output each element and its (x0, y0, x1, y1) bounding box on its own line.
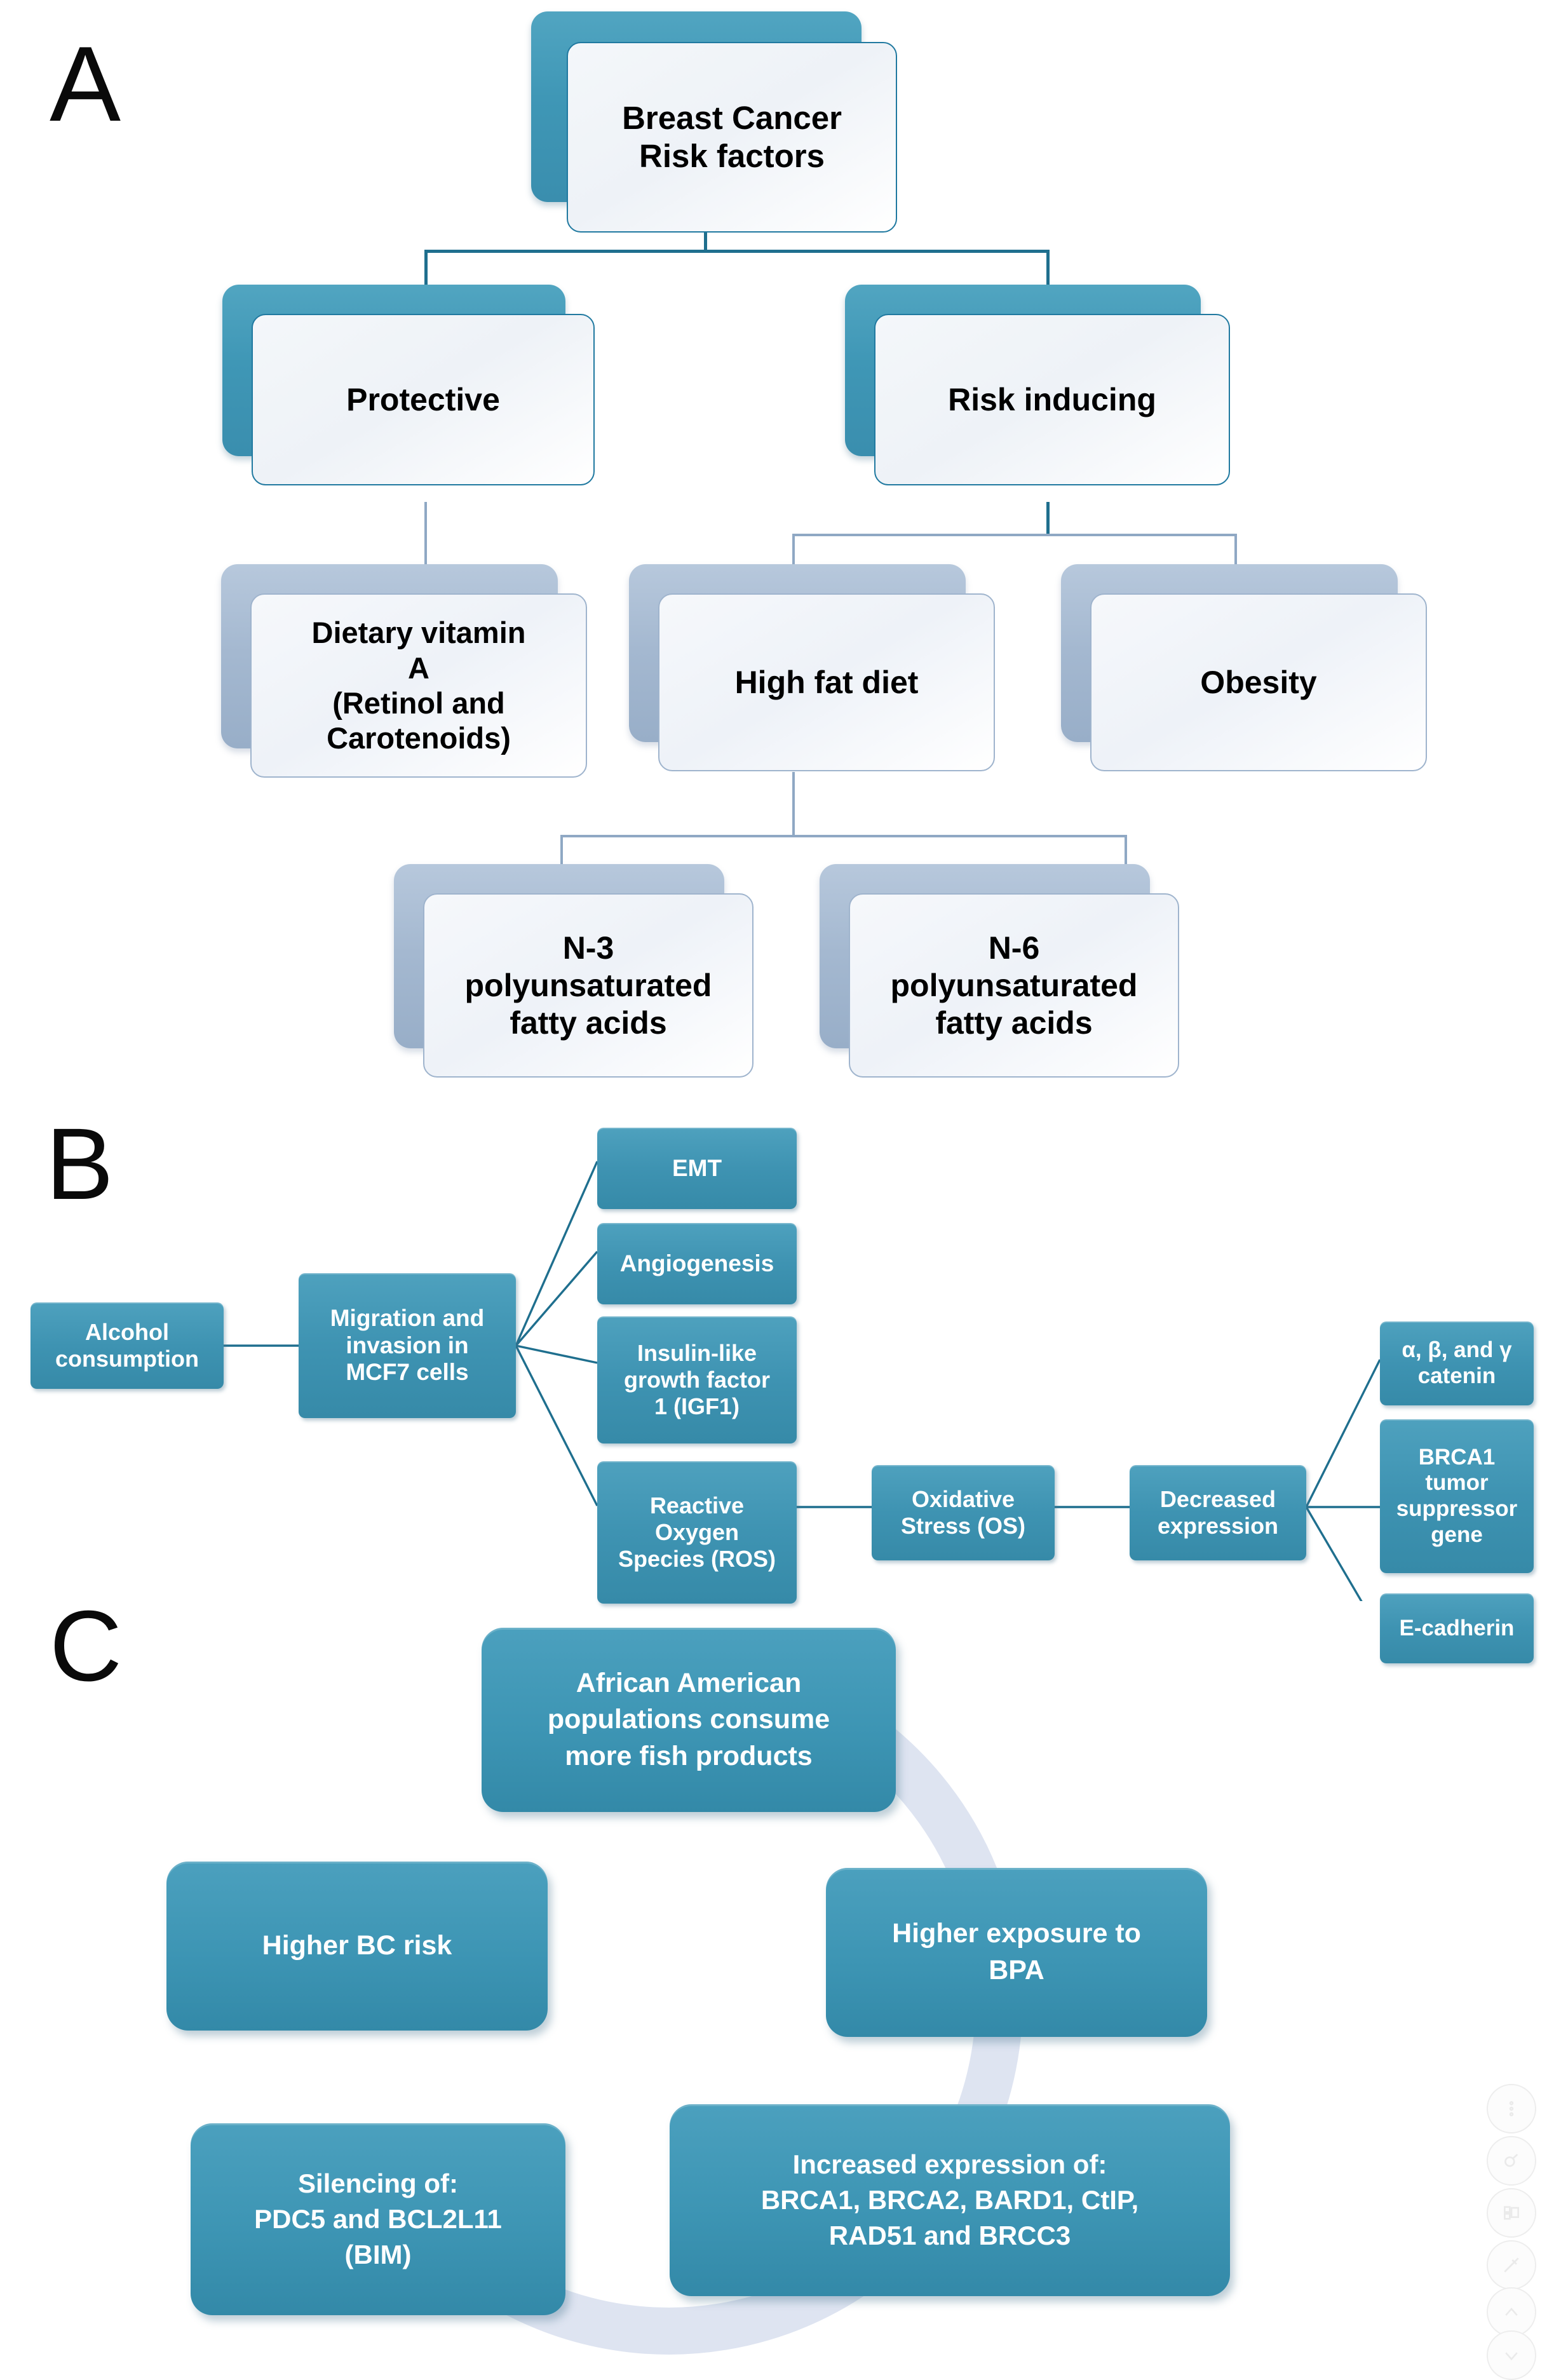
node-label: Reactive Oxygen Species (ROS) (618, 1492, 776, 1572)
node-obesity[interactable]: Obesity (1061, 564, 1427, 771)
edge-decreased-catenin (1305, 1359, 1381, 1508)
edge-decreased-ecadherin (1305, 1506, 1363, 1601)
connector-hfd-stem (792, 772, 795, 837)
node-silencing-pdc5-bcl2l11[interactable]: Silencing of: PDC5 and BCL2L11 (BIM) (191, 2123, 565, 2315)
node-label: N-3 polyunsaturated fatty acids (464, 930, 712, 1041)
panel-a-letter: A (50, 24, 121, 144)
edge-migration-angiogenesis (515, 1250, 598, 1347)
node-risk-inducing[interactable]: Risk inducing (845, 285, 1230, 485)
card-face: N-3 polyunsaturated fatty acids (423, 893, 753, 1078)
node-african-american-fish[interactable]: African American populations consume mor… (482, 1628, 896, 1812)
card-face: Obesity (1090, 593, 1427, 771)
card-face: High fat diet (658, 593, 995, 771)
connector-to-obesity (1234, 534, 1237, 579)
chevron-up-icon[interactable] (1487, 2287, 1536, 2337)
more-options-icon[interactable] (1487, 2084, 1536, 2133)
node-oxidative-stress[interactable]: Oxidative Stress (OS) (872, 1465, 1055, 1560)
card-face: Protective (252, 314, 595, 485)
connector-root-stem (704, 215, 707, 252)
node-n3-pufa[interactable]: N-3 polyunsaturated fatty acids (394, 864, 753, 1078)
card-face: Risk inducing (874, 314, 1230, 485)
connector-to-risk-inducing (1046, 250, 1050, 299)
edge-migration-ros (515, 1345, 598, 1506)
annotate-icon[interactable] (1487, 2240, 1536, 2290)
node-label: BRCA1 tumor suppressor gene (1396, 1444, 1518, 1547)
node-label: Decreased expression (1157, 1486, 1279, 1539)
node-label: α, β, and γ catenin (1402, 1337, 1512, 1388)
connector-to-high-fat-diet (792, 534, 795, 579)
node-label: Insulin-like growth factor 1 (IGF1) (624, 1340, 770, 1419)
node-angiogenesis[interactable]: Angiogenesis (597, 1223, 797, 1304)
card-face: Dietary vitamin A (Retinol and Carotenoi… (250, 593, 587, 778)
node-label: EMT (672, 1154, 722, 1181)
node-label: Dietary vitamin A (Retinol and Carotenoi… (311, 616, 526, 755)
node-reactive-oxygen-species[interactable]: Reactive Oxygen Species (ROS) (597, 1461, 797, 1604)
node-label: Migration and invasion in MCF7 cells (330, 1304, 485, 1386)
node-label: Protective (346, 381, 500, 417)
node-label: Silencing of: PDC5 and BCL2L11 (BIM) (254, 2168, 502, 2270)
node-label: Angiogenesis (619, 1250, 774, 1276)
connector-to-n6 (1125, 835, 1127, 881)
node-label: Higher exposure to BPA (892, 1918, 1141, 1985)
connector-hfd-bus (560, 835, 1127, 837)
node-igf1[interactable]: Insulin-like growth factor 1 (IGF1) (597, 1316, 797, 1444)
panel-c-letter: C (50, 1590, 122, 1702)
connector-to-protective (424, 250, 428, 299)
node-higher-exposure-bpa[interactable]: Higher exposure to BPA (826, 1868, 1207, 2037)
node-brca1-tumor-suppressor[interactable]: BRCA1 tumor suppressor gene (1380, 1419, 1534, 1573)
node-increased-expression[interactable]: Increased expression of: BRCA1, BRCA2, B… (670, 2104, 1230, 2296)
node-label: Risk inducing (948, 381, 1156, 417)
node-high-fat-diet[interactable]: High fat diet (629, 564, 995, 771)
connector-protective-to-vitamina (424, 502, 427, 578)
panel-b-letter: B (46, 1107, 114, 1220)
connector-to-n3 (560, 835, 563, 881)
panel-b-edges (224, 1161, 1381, 1601)
node-label: High fat diet (734, 664, 919, 700)
node-label: Oxidative Stress (OS) (900, 1486, 1026, 1539)
node-protective[interactable]: Protective (222, 285, 595, 485)
node-label: Breast Cancer Risk factors (622, 99, 842, 174)
node-dietary-vitamin-a[interactable]: Dietary vitamin A (Retinol and Carotenoi… (221, 564, 587, 778)
node-label: Alcohol consumption (55, 1319, 199, 1372)
node-label: Obesity (1200, 664, 1317, 700)
card-face: N-6 polyunsaturated fatty acids (849, 893, 1179, 1078)
node-label: African American populations consume mor… (547, 1667, 830, 1771)
node-label: Higher BC risk (262, 1930, 452, 1961)
node-decreased-expression[interactable]: Decreased expression (1130, 1465, 1306, 1560)
node-e-cadherin[interactable]: E-cadherin (1380, 1593, 1534, 1663)
node-n6-pufa[interactable]: N-6 polyunsaturated fatty acids (820, 864, 1179, 1078)
search-icon[interactable] (1487, 2136, 1536, 2186)
node-label: E-cadherin (1399, 1615, 1515, 1640)
edge-migration-emt (515, 1161, 598, 1346)
node-label: Increased expression of: BRCA1, BRCA2, B… (760, 2149, 1139, 2251)
connector-root-bus (424, 250, 1050, 253)
layout-icon[interactable] (1487, 2188, 1536, 2238)
node-higher-bc-risk[interactable]: Higher BC risk (166, 1862, 548, 2031)
node-alcohol-consumption[interactable]: Alcohol consumption (30, 1302, 224, 1389)
edge-migration-igf1 (515, 1344, 598, 1364)
node-label: N-6 polyunsaturated fatty acids (890, 930, 1138, 1041)
connector-risk-stem (1046, 502, 1050, 535)
node-catenin[interactable]: α, β, and γ catenin (1380, 1322, 1534, 1405)
node-emt[interactable]: EMT (597, 1128, 797, 1209)
connector-risk-bus (792, 534, 1237, 536)
chevron-down-icon[interactable] (1487, 2330, 1536, 2380)
node-migration-invasion-mcf7[interactable]: Migration and invasion in MCF7 cells (299, 1273, 516, 1418)
card-face: Breast Cancer Risk factors (567, 42, 897, 233)
node-breast-cancer-risk-factors[interactable]: Breast Cancer Risk factors (531, 11, 897, 233)
